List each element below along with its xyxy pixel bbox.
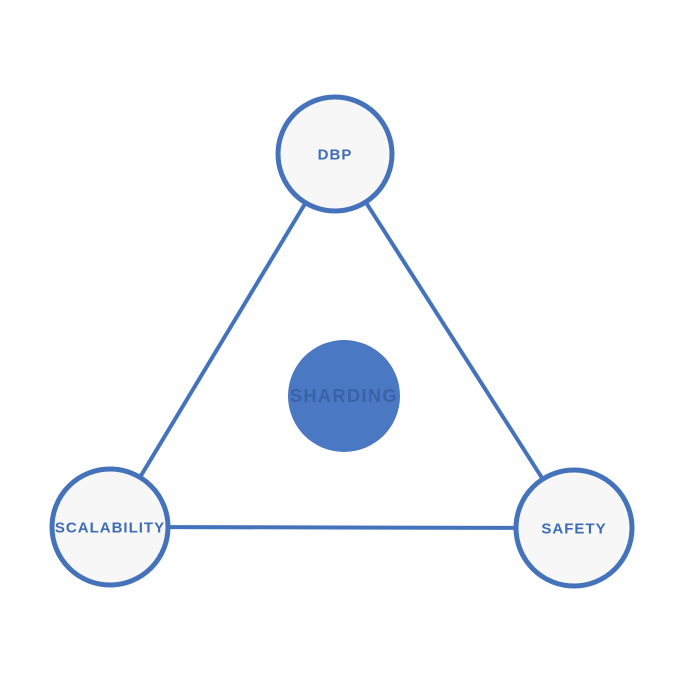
center-node-label: SHARDING — [290, 386, 398, 406]
edge-scalability-safety — [109, 525, 575, 530]
center-node-sharding — [288, 340, 400, 452]
node-dbp — [275, 94, 395, 214]
edge-dbp-scalability — [108, 152, 337, 529]
node-safety — [513, 467, 635, 589]
node-label-safety: SAFETY — [541, 521, 606, 538]
node-label-scalability: SCALABILITY — [55, 520, 165, 537]
node-scalability — [49, 466, 171, 588]
node-label-dbp: DBP — [318, 147, 353, 164]
edge-dbp-safety — [333, 152, 576, 530]
